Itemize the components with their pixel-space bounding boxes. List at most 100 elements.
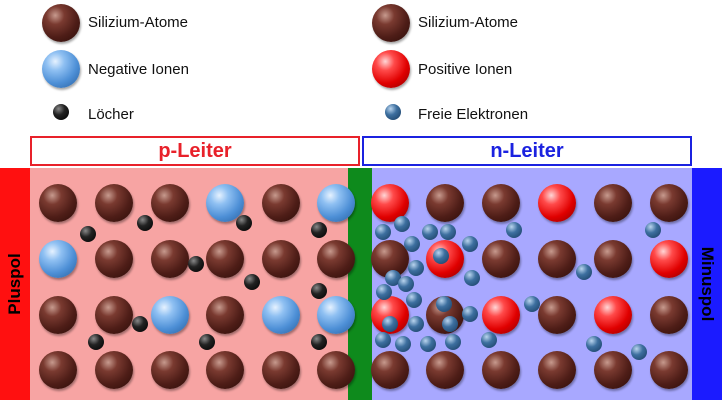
free-electron (442, 316, 458, 332)
free-electron (376, 284, 392, 300)
hole (88, 334, 104, 350)
silicon-atom (95, 184, 133, 222)
hole (137, 215, 153, 231)
silicon-atom (538, 240, 576, 278)
free-electron (398, 276, 414, 292)
silicon-atom (39, 184, 77, 222)
n-region (372, 168, 694, 400)
free-electron (524, 296, 540, 312)
silicon-atom (206, 296, 244, 334)
free-electron (464, 270, 480, 286)
silicon-atom (594, 240, 632, 278)
free-electron (422, 224, 438, 240)
positive-ion (371, 184, 409, 222)
legend-negative-ion-icon (42, 50, 80, 88)
free-electron (385, 270, 401, 286)
legend-label-silicon-right: Silizium-Atome (418, 14, 519, 31)
free-electron (375, 332, 391, 348)
negative-ion (317, 296, 355, 334)
silicon-atom (39, 296, 77, 334)
free-electron (481, 332, 497, 348)
silicon-atom (594, 351, 632, 389)
hole (311, 334, 327, 350)
free-electron (433, 248, 449, 264)
silicon-atom (39, 351, 77, 389)
silicon-atom (482, 240, 520, 278)
free-electron (576, 264, 592, 280)
silicon-atom (482, 351, 520, 389)
hole (244, 274, 260, 290)
positive-ion (650, 240, 688, 278)
legend-silicon-atom-icon-right (372, 4, 410, 42)
minus-pole: Minuspol (692, 168, 722, 400)
free-electron (506, 222, 522, 238)
silicon-atom (650, 351, 688, 389)
silicon-atom (482, 184, 520, 222)
p-region (30, 168, 348, 400)
legend-positive-ion-icon (372, 50, 410, 88)
free-electron (436, 296, 452, 312)
free-electron (395, 336, 411, 352)
free-electron (375, 224, 391, 240)
silicon-atom (594, 184, 632, 222)
minus-pole-label: Minuspol (698, 246, 717, 322)
free-electron (404, 236, 420, 252)
hole (188, 256, 204, 272)
legend-label-silicon-left: Silizium-Atome (88, 14, 189, 31)
silicon-atom (317, 351, 355, 389)
silicon-atom (262, 184, 300, 222)
hole (311, 222, 327, 238)
legend-label-positive-ions: Positive Ionen (418, 61, 513, 78)
hole (80, 226, 96, 242)
free-electron (408, 260, 424, 276)
free-electron (462, 306, 478, 322)
silicon-atom (650, 296, 688, 334)
free-electron (645, 222, 661, 238)
legend-label-negative-ions: Negative Ionen (88, 61, 189, 78)
silicon-atom (650, 184, 688, 222)
negative-ion (151, 296, 189, 334)
p-conductor-label: p-Leiter (30, 136, 360, 166)
silicon-atom (538, 351, 576, 389)
hole (236, 215, 252, 231)
silicon-atom (151, 240, 189, 278)
silicon-atom (262, 351, 300, 389)
silicon-atom (206, 240, 244, 278)
silicon-atom (538, 296, 576, 334)
positive-ion (482, 296, 520, 334)
negative-ion (39, 240, 77, 278)
plus-pole: Pluspol (0, 168, 30, 400)
free-electron (408, 316, 424, 332)
silicon-atom (151, 351, 189, 389)
n-conductor-label: n-Leiter (362, 136, 692, 166)
silicon-atom (262, 240, 300, 278)
legend-silicon-atom-icon (42, 4, 80, 42)
negative-ion (206, 184, 244, 222)
free-electron (420, 336, 436, 352)
free-electron (440, 224, 456, 240)
silicon-atom (426, 184, 464, 222)
legend-free-electron-icon (385, 104, 401, 120)
hole (311, 283, 327, 299)
plus-pole-label: Pluspol (5, 253, 24, 315)
free-electron (631, 344, 647, 360)
free-electron (445, 334, 461, 350)
silicon-atom (371, 351, 409, 389)
silicon-atom (95, 240, 133, 278)
hole (199, 334, 215, 350)
silicon-atom (151, 184, 189, 222)
legend-label-free-electrons: Freie Elektronen (418, 106, 529, 123)
free-electron (586, 336, 602, 352)
free-electron (462, 236, 478, 252)
silicon-atom (426, 351, 464, 389)
silicon-atom (95, 296, 133, 334)
silicon-atom (95, 351, 133, 389)
positive-ion (594, 296, 632, 334)
silicon-atom (206, 351, 244, 389)
hole (132, 316, 148, 332)
free-electron (406, 292, 422, 308)
legend-hole-icon (53, 104, 69, 120)
positive-ion (538, 184, 576, 222)
silicon-atom (317, 240, 355, 278)
negative-ion (262, 296, 300, 334)
